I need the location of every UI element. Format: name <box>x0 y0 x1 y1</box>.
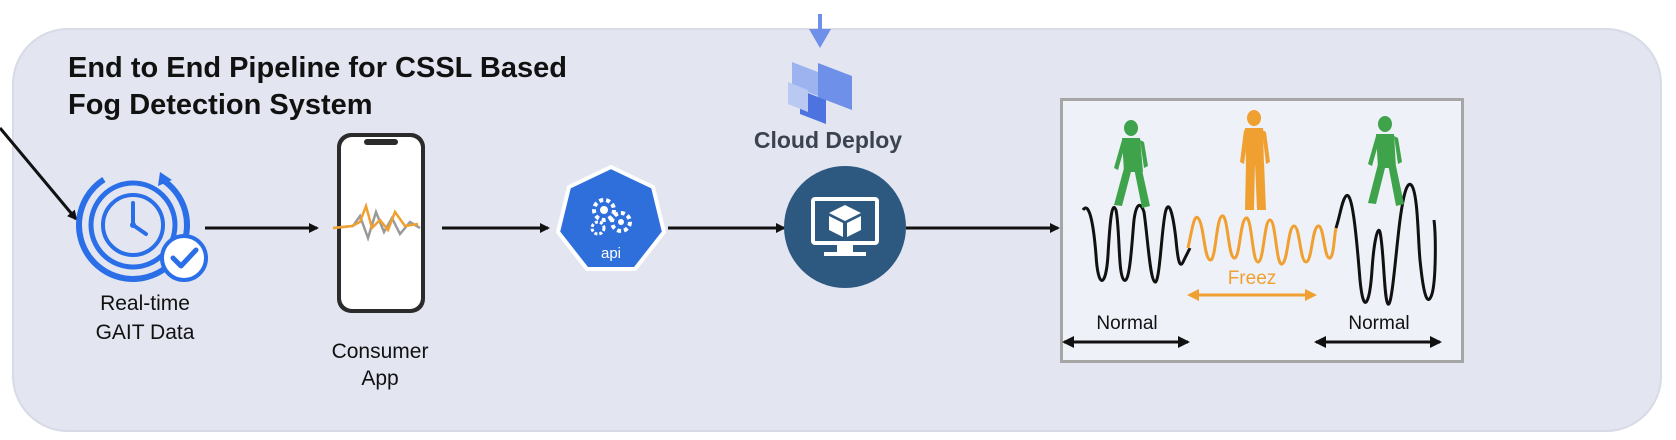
title-line-1: End to End Pipeline for CSSL Based <box>68 52 567 84</box>
incoming-arrow <box>0 127 78 221</box>
walker-green-left-icon <box>1114 120 1150 208</box>
diagram-title: End to End Pipeline for CSSL Based Fog D… <box>68 50 567 124</box>
monitor-cube-icon <box>784 166 906 288</box>
cloud-deploy-label: Cloud Deploy <box>753 127 903 153</box>
normal-label-left: Normal <box>1096 313 1158 334</box>
clock-check-icon <box>76 168 208 282</box>
title-line-2: Fog Detection System <box>68 89 373 121</box>
normal-label-right: Normal <box>1348 313 1410 334</box>
app-label-line-1: Consumer <box>331 340 429 363</box>
freeze-label: Freez <box>1227 268 1277 289</box>
walker-green-right-icon <box>1368 116 1404 206</box>
smartphone-icon <box>332 133 425 313</box>
normal-signal-right <box>1334 183 1437 306</box>
freeze-signal <box>1186 214 1338 266</box>
gait-data-label: Real-time GAIT Data <box>60 290 230 346</box>
gait-label-line-1: Real-time <box>100 292 190 315</box>
normal-signal-left <box>1081 203 1192 284</box>
app-label-line-2: App <box>361 367 399 390</box>
consumer-app-label: Consumer App <box>300 338 460 392</box>
gait-label-line-2: GAIT Data <box>95 321 195 344</box>
api-label: api <box>601 245 621 262</box>
cloud-deploy-icon <box>788 14 852 124</box>
kubernetes-api-icon <box>555 164 667 271</box>
walker-orange-center-icon <box>1240 110 1270 210</box>
